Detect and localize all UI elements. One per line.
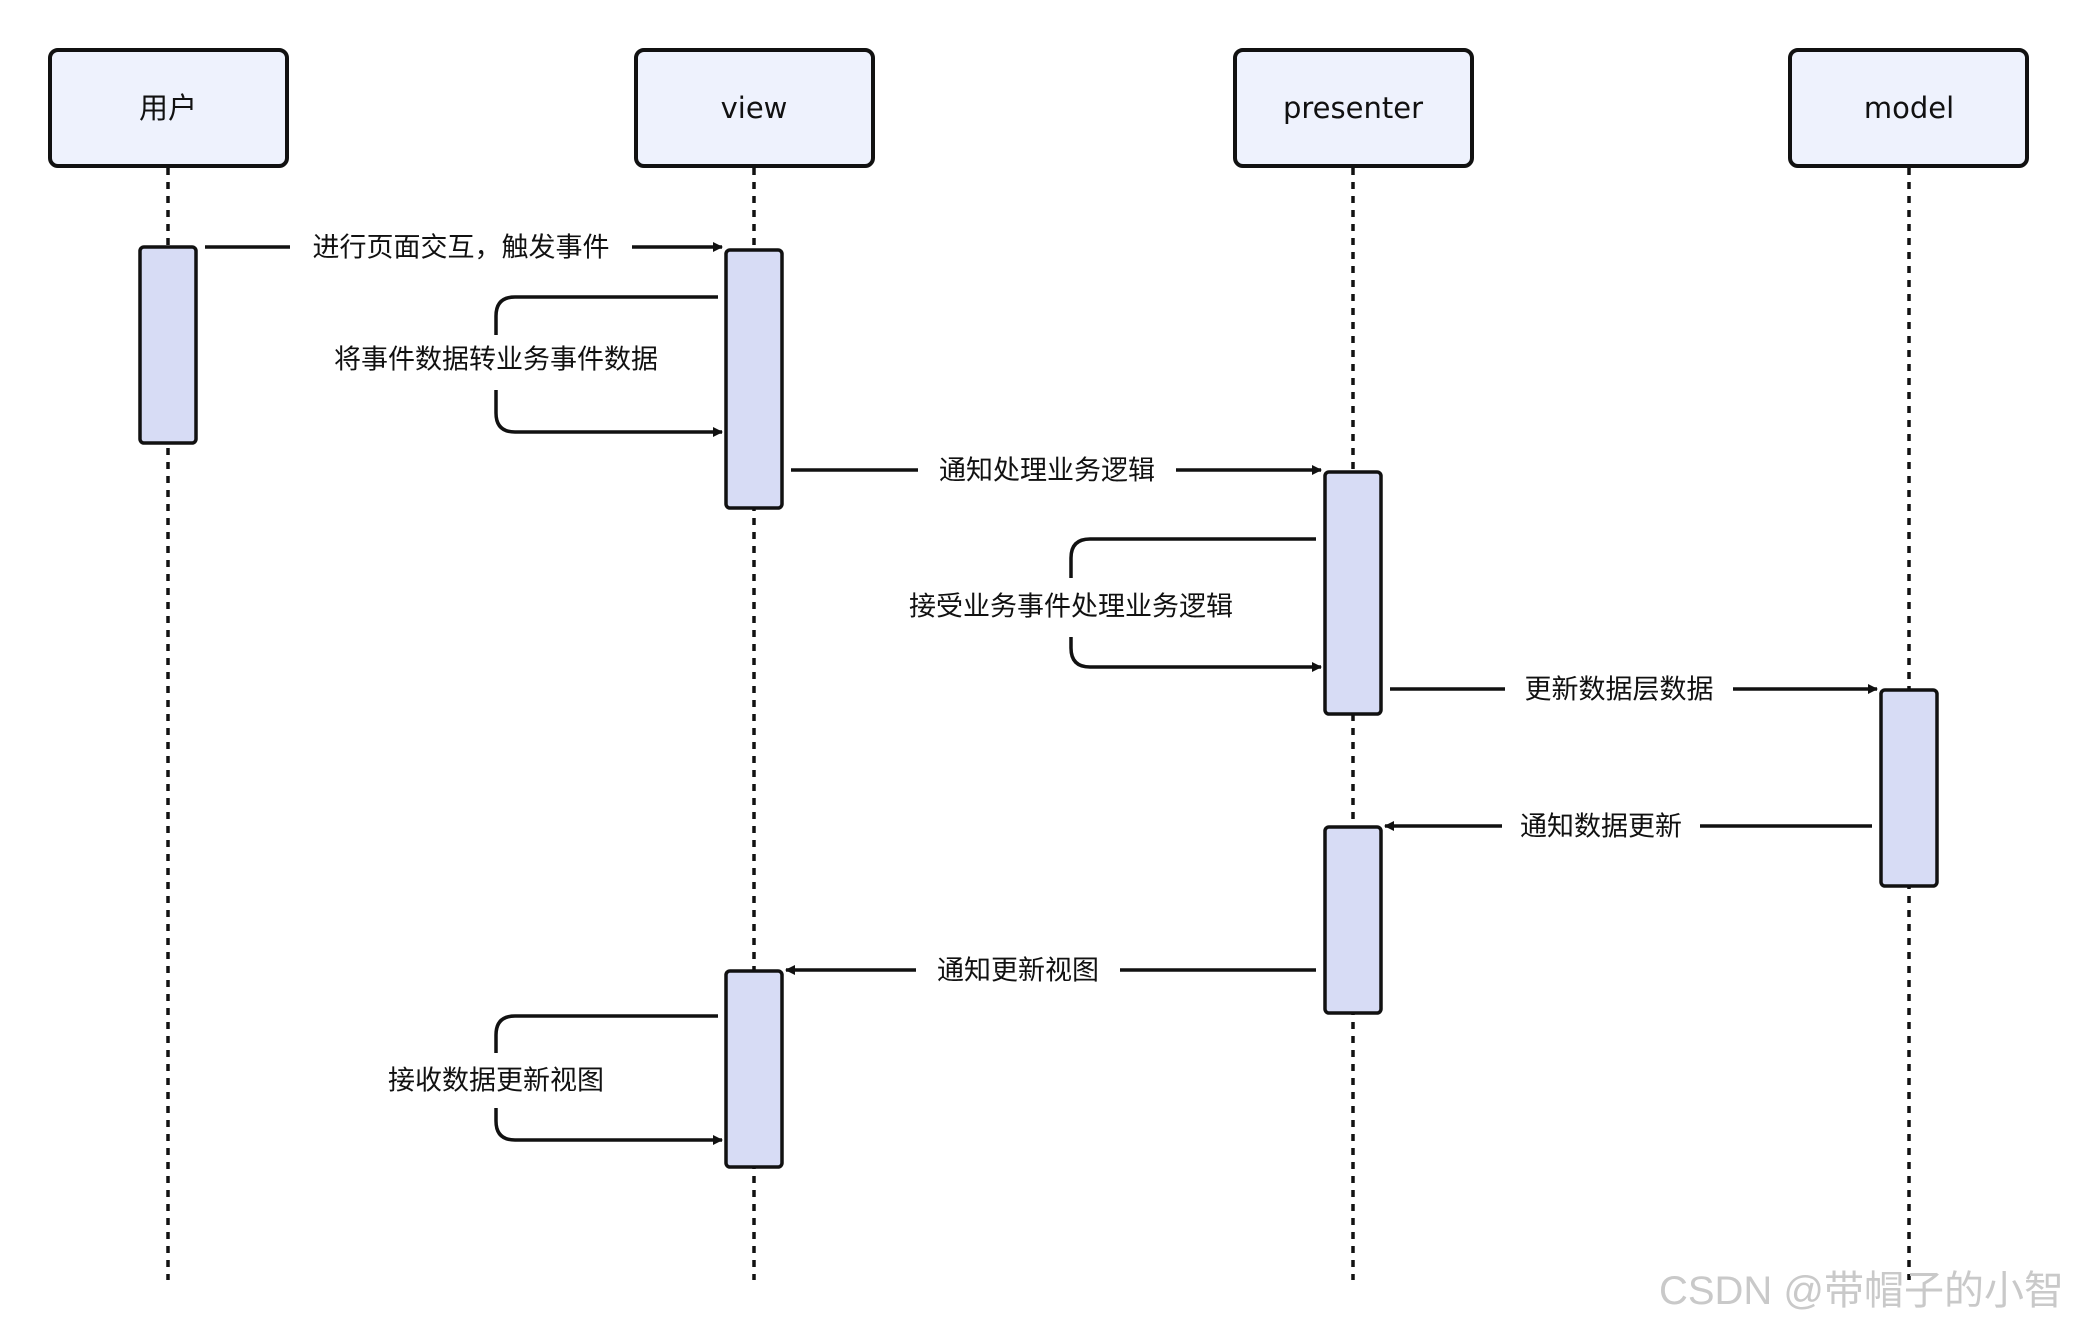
activation-presenter-2 [1323,825,1383,1015]
participant-user: 用户 [48,48,289,168]
participant-model: model [1788,48,2029,168]
message-label-5: 更新数据层数据 [1525,675,1714,706]
participant-label-presenter: presenter [1283,91,1423,125]
participant-view: view [634,48,875,168]
message-arrow-8 [494,1014,718,1053]
message-label-4: 接受业务事件处理业务逻辑 [909,592,1233,623]
message-label-6: 通知数据更新 [1520,812,1682,843]
message-arrow-4 [1069,537,1316,578]
activation-view-2 [724,969,784,1169]
activation-view-1 [724,248,784,510]
message-arrow-2b [494,390,723,437]
activation-user [138,245,198,445]
message-label-7: 通知更新视图 [937,956,1099,987]
activation-presenter-1 [1323,470,1383,716]
participant-label-user: 用户 [139,91,197,125]
message-arrow-4b [1069,637,1322,672]
message-label-3: 通知处理业务逻辑 [939,456,1155,487]
message-arrow-8b [494,1108,723,1145]
activation-model [1879,688,1939,888]
message-label-1: 进行页面交互，触发事件 [313,233,610,264]
message-label-8: 接收数据更新视图 [388,1066,604,1097]
message-arrow-2 [494,295,718,335]
watermark-text: CSDN @带帽子的小智 [1658,1269,2064,1313]
participant-label-view: view [721,91,788,125]
message-label-2: 将事件数据转业务事件数据 [334,345,658,376]
participant-label-model: model [1864,91,1954,125]
participant-presenter: presenter [1233,48,1474,168]
